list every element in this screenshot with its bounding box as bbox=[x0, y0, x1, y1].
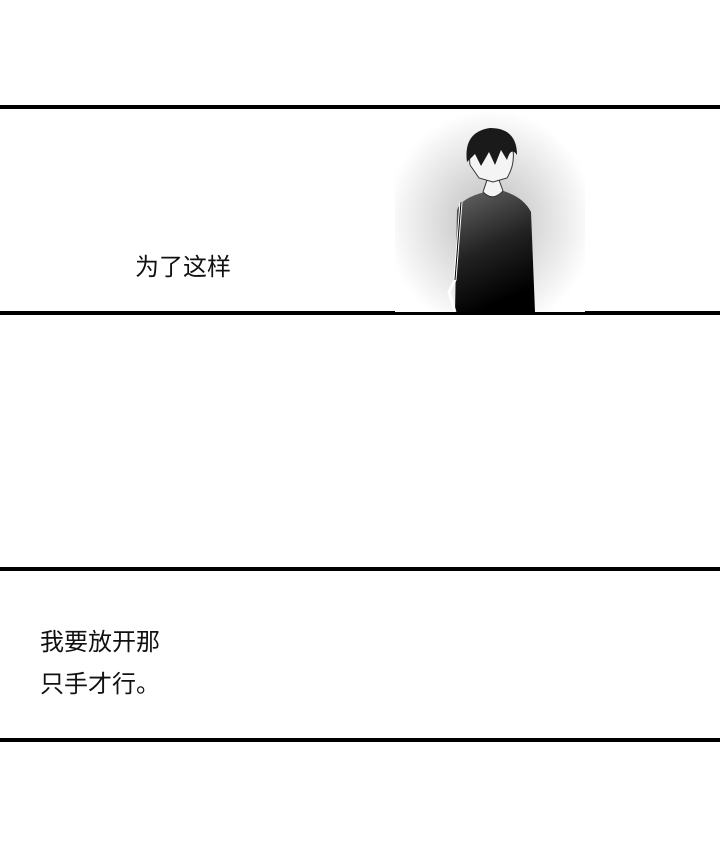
caption-line-1: 我要放开那 bbox=[40, 628, 160, 656]
panel-border-top-1 bbox=[0, 105, 720, 109]
panel-border-top-3 bbox=[0, 567, 720, 571]
hair bbox=[466, 128, 517, 166]
panel-border-bottom-3 bbox=[0, 738, 720, 742]
panel-caption: 为了这样 bbox=[135, 253, 231, 281]
sweater bbox=[455, 190, 535, 312]
caption-line-2: 只手才行。 bbox=[40, 670, 160, 698]
bag-strap-outline bbox=[454, 201, 462, 281]
neck bbox=[482, 179, 504, 198]
panel-border-bottom-1 bbox=[0, 311, 720, 315]
boy-figure-illustration bbox=[395, 110, 585, 312]
